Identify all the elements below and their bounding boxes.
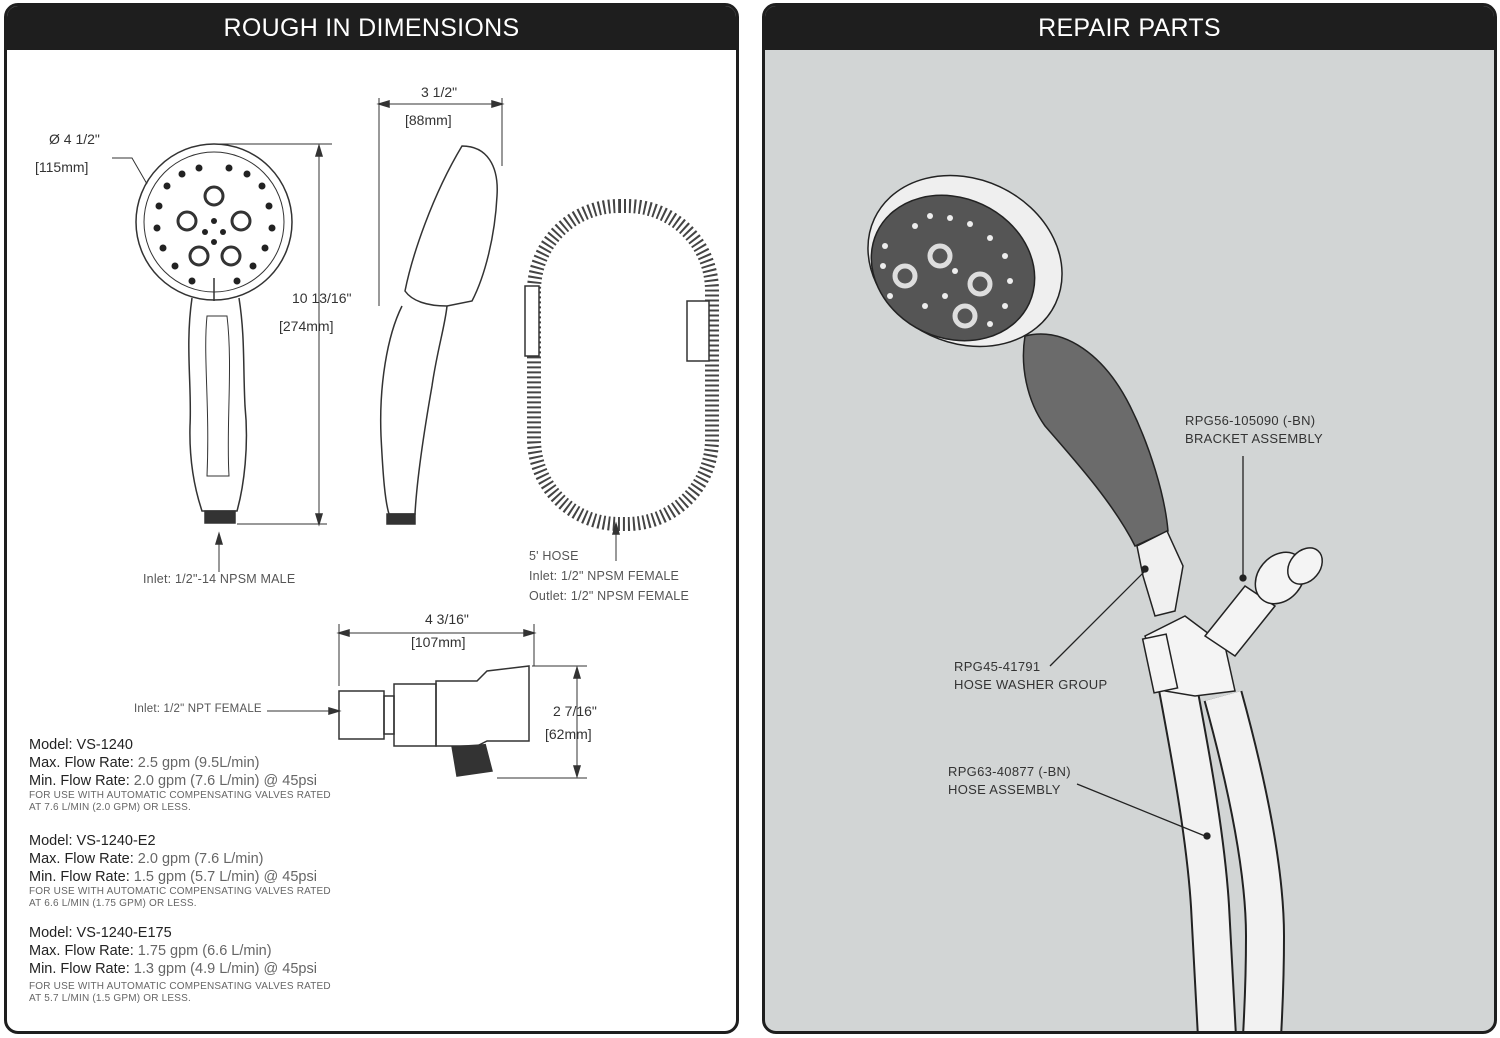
- max-flow-label: Max. Flow Rate:: [29, 851, 134, 867]
- repair-parts-illustration: [867, 174, 1323, 1031]
- part-name: HOSE WASHER GROUP: [954, 677, 1108, 692]
- depth-mm: [88mm]: [405, 112, 452, 128]
- min-flow-value: 2.0 gpm (7.6 L/min) @ 45psi: [133, 773, 317, 789]
- hose-length-note: 5' HOSE: [529, 549, 579, 563]
- panel-title: ROUGH IN DIMENSIONS: [7, 6, 736, 50]
- bracket-inlet-note: Inlet: 1/2" NPT FEMALE: [134, 703, 262, 715]
- hose-assembly-illustration: [1150, 642, 1286, 1031]
- min-flow-label: Min. Flow Rate:: [29, 961, 130, 977]
- hose-coil: [524, 199, 719, 531]
- panel-title: REPAIR PARTS: [765, 6, 1494, 50]
- max-flow-label: Max. Flow Rate:: [29, 943, 134, 959]
- min-flow-value: 1.3 gpm (4.9 L/min) @ 45psi: [133, 961, 317, 977]
- bracket-width-mm: [107mm]: [411, 634, 466, 650]
- model-name: Model: VS-1240: [29, 737, 133, 753]
- hose-inlet-note: Inlet: 1/2" NPSM FEMALE: [529, 569, 680, 583]
- model-name: Model: VS-1240-E175: [29, 925, 172, 941]
- valve-note-line2: AT 5.7 L/MIN (1.5 GPM) OR LESS.: [29, 993, 191, 1004]
- max-flow-label: Max. Flow Rate:: [29, 755, 134, 771]
- length-dimension: 10 13/16": [292, 290, 352, 306]
- showerhead-front-view: [135, 143, 293, 524]
- bracket-height-mm: [62mm]: [545, 726, 592, 742]
- part-number: RPG56-105090 (-BN): [1185, 413, 1316, 428]
- min-flow-value: 1.5 gpm (5.7 L/min) @ 45psi: [133, 869, 317, 885]
- hose-assembly-callout: RPG63-40877 (-BN) HOSE ASSEMBLY: [948, 763, 1071, 799]
- part-name: HOSE ASSEMBLY: [948, 782, 1061, 797]
- part-number: RPG63-40877 (-BN): [948, 764, 1071, 779]
- max-flow-value: 2.5 gpm (9.5L/min): [137, 755, 260, 771]
- diameter-dimension: Ø 4 1/2": [49, 131, 100, 147]
- min-flow-label: Min. Flow Rate:: [29, 869, 130, 885]
- part-number: RPG45-41791: [954, 659, 1041, 674]
- max-flow-value: 1.75 gpm (6.6 L/min): [137, 943, 272, 959]
- dimension-drawing: [112, 98, 719, 779]
- bracket-height-dimension: 2 7/16": [553, 703, 597, 719]
- model-name: Model: VS-1240-E2: [29, 833, 156, 849]
- bracket-assembly-callout: RPG56-105090 (-BN) BRACKET ASSEMBLY: [1185, 412, 1323, 448]
- valve-note-line1: FOR USE WITH AUTOMATIC COMPENSATING VALV…: [29, 886, 331, 897]
- repair-parts-panel: REPAIR PARTS: [762, 3, 1497, 1034]
- hose-washer-callout: RPG45-41791 HOSE WASHER GROUP: [954, 658, 1107, 694]
- bracket-side-view: [338, 665, 530, 777]
- rough-in-dimensions-panel: ROUGH IN DIMENSIONS: [4, 3, 739, 1034]
- valve-note-line2: AT 6.6 L/MIN (1.75 GPM) OR LESS.: [29, 898, 197, 909]
- bracket-width-dimension: 4 3/16": [425, 611, 469, 627]
- valve-note-line1: FOR USE WITH AUTOMATIC COMPENSATING VALV…: [29, 790, 331, 801]
- min-flow-label: Min. Flow Rate:: [29, 773, 130, 789]
- max-flow-value: 2.0 gpm (7.6 L/min): [137, 851, 264, 867]
- head-inlet-note: Inlet: 1/2"-14 NPSM MALE: [143, 572, 296, 586]
- part-name: BRACKET ASSEMBLY: [1185, 431, 1323, 446]
- showerhead-illustration: [867, 174, 1184, 617]
- showerhead-side-view: [379, 145, 498, 525]
- length-mm: [274mm]: [279, 318, 334, 334]
- bracket-assembly-illustration: [1141, 547, 1323, 697]
- valve-note-line1: FOR USE WITH AUTOMATIC COMPENSATING VALV…: [29, 981, 331, 992]
- spray-nozzles: [153, 164, 276, 285]
- model-spec-1: Model: VS-1240 Max. Flow Rate: 2.5 gpm (…: [29, 736, 409, 814]
- valve-note-line2: AT 7.6 L/MIN (2.0 GPM) OR LESS.: [29, 802, 191, 813]
- diameter-mm: [115mm]: [35, 159, 89, 175]
- depth-dimension: 3 1/2": [421, 84, 458, 100]
- model-spec-3: Model: VS-1240-E175 Max. Flow Rate: 1.75…: [29, 924, 409, 1005]
- model-spec-2: Model: VS-1240-E2 Max. Flow Rate: 2.0 gp…: [29, 832, 409, 910]
- hose-outlet-note: Outlet: 1/2" NPSM FEMALE: [529, 589, 689, 603]
